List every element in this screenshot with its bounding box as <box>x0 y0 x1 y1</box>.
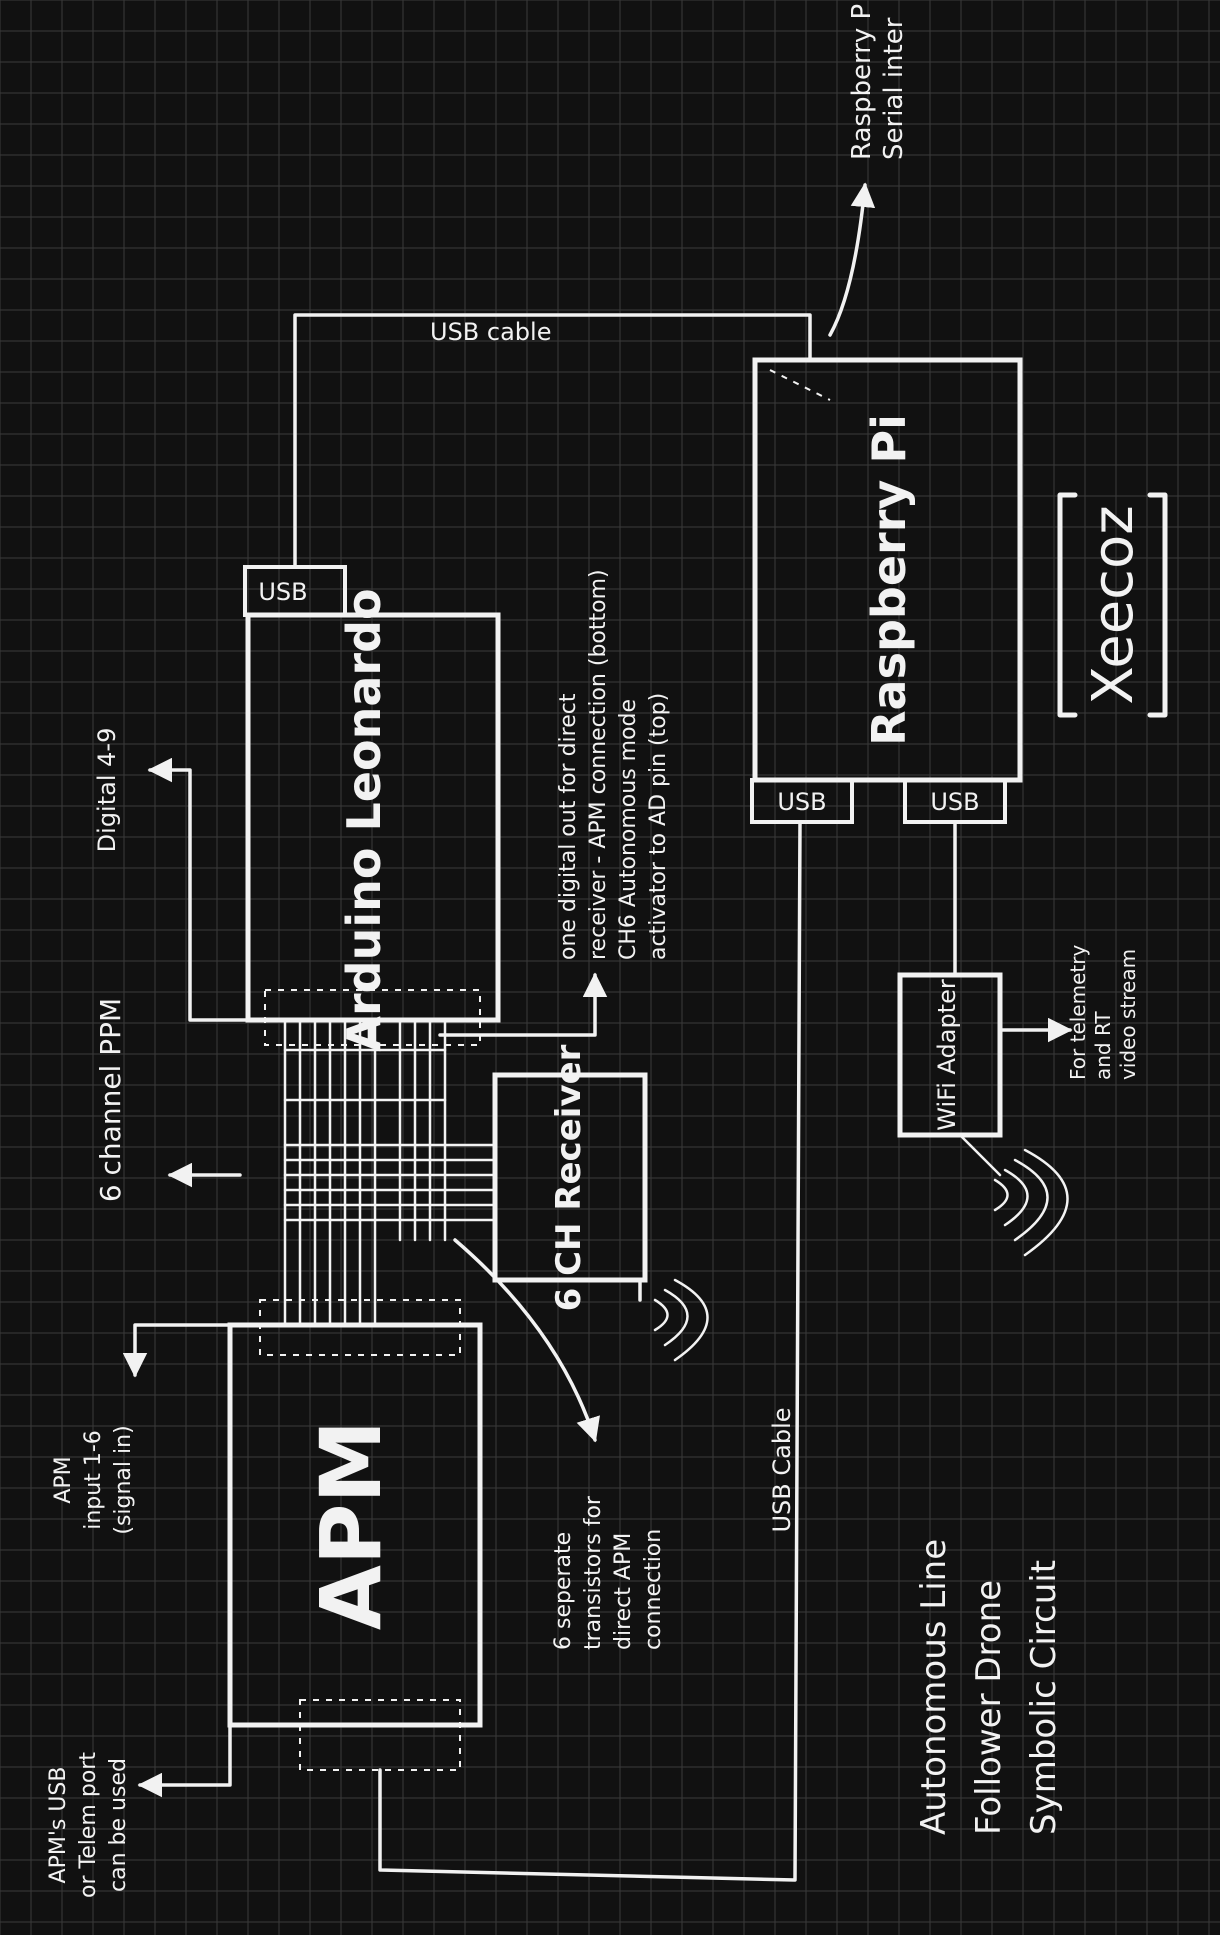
arduino-label: Arduino Leonardo <box>337 588 391 1051</box>
svg-text:input 1-6: input 1-6 <box>81 1430 106 1530</box>
transistors-label: 6 seperate transistors for direct APM co… <box>551 1495 666 1650</box>
svg-text:Xeecoz: Xeecoz <box>1081 505 1146 704</box>
apm-usb-arrow <box>137 1688 232 1798</box>
svg-text:APM: APM <box>51 1456 76 1503</box>
usb-cable-side-label: USB Cable <box>768 1407 796 1532</box>
apm-block: APM <box>227 1299 483 1771</box>
digital-label: Digital 4-9 <box>93 728 121 853</box>
pi-usb-label-2: USB <box>930 788 979 816</box>
usb-cable-top <box>293 313 812 569</box>
svg-text:receiver - APM connection (bot: receiver - APM connection (bottom) <box>586 569 611 960</box>
rpi-serial-arrow <box>828 182 876 337</box>
signal-bus <box>283 1018 497 1327</box>
svg-text:6 seperate: 6 seperate <box>551 1532 576 1650</box>
svg-text:Autonomous Line: Autonomous Line <box>914 1539 954 1835</box>
svg-text:(signal in): (signal in) <box>111 1425 136 1534</box>
svg-text:and RT: and RT <box>1091 1011 1115 1080</box>
pi-usb-label-1: USB <box>777 788 826 816</box>
telemetry-label: For telemetry and RT video stream <box>1066 945 1140 1080</box>
svg-text:direct APM: direct APM <box>611 1533 636 1650</box>
svg-text:Symbolic Circuit: Symbolic Circuit <box>1024 1560 1064 1835</box>
wifi-adapter-label: WiFi Adapter <box>933 979 961 1131</box>
diagram-title: Autonomous Line Follower Drone Symbolic … <box>914 1539 1064 1835</box>
apm-input-label: APM input 1-6 (signal in) <box>51 1425 136 1534</box>
svg-text:Serial inter: Serial inter <box>879 17 909 160</box>
receiver-label: 6 CH Receiver <box>549 1044 589 1311</box>
svg-text:can be used: can be used <box>106 1758 131 1892</box>
pi-usb-port-1: USB <box>750 778 854 824</box>
svg-text:APM's USB: APM's USB <box>46 1767 71 1884</box>
signature: Xeecoz <box>1057 492 1168 718</box>
digital-arrow <box>147 757 250 1022</box>
svg-text:Follower Drone: Follower Drone <box>969 1580 1009 1835</box>
wifi-adapter-block: WiFi Adapter <box>897 820 1069 1257</box>
raspberry-pi-label: Raspberry Pi <box>862 414 916 746</box>
svg-text:Raspberry P: Raspberry P <box>847 4 877 160</box>
arduino-block: Arduino Leonardo <box>245 588 501 1052</box>
svg-text:connection: connection <box>641 1529 666 1650</box>
apm-label: APM <box>302 1420 400 1630</box>
apm-input-arrow <box>122 1323 232 1378</box>
svg-text:or Telem port: or Telem port <box>76 1752 101 1898</box>
svg-text:video stream: video stream <box>1116 949 1140 1080</box>
svg-text:one digital out for direct: one digital out for direct <box>556 693 581 960</box>
digital-out-arrow <box>438 972 608 1037</box>
transistors-arrow <box>453 1238 600 1443</box>
svg-text:For telemetry: For telemetry <box>1066 945 1090 1080</box>
apm-usb-label: APM's USB or Telem port can be used <box>46 1752 131 1898</box>
arduino-usb-label: USB <box>258 578 307 606</box>
rpi-serial-label: Raspberry P Serial inter <box>847 4 909 160</box>
svg-text:transistors for: transistors for <box>581 1495 606 1650</box>
svg-text:CH6 Autonomous mode: CH6 Autonomous mode <box>616 699 641 960</box>
receiver-block: 6 CH Receiver <box>492 1044 709 1362</box>
digital-out-label: one digital out for direct receiver - AP… <box>556 569 671 960</box>
svg-text:activator to AD pin (top): activator to AD pin (top) <box>646 693 671 960</box>
ppm-label: 6 channel PPM <box>94 998 127 1202</box>
usb-cable-top-label: USB cable <box>430 318 551 346</box>
raspberry-pi-block: Raspberry Pi <box>752 357 1023 783</box>
usb-cable-side <box>378 820 802 1882</box>
